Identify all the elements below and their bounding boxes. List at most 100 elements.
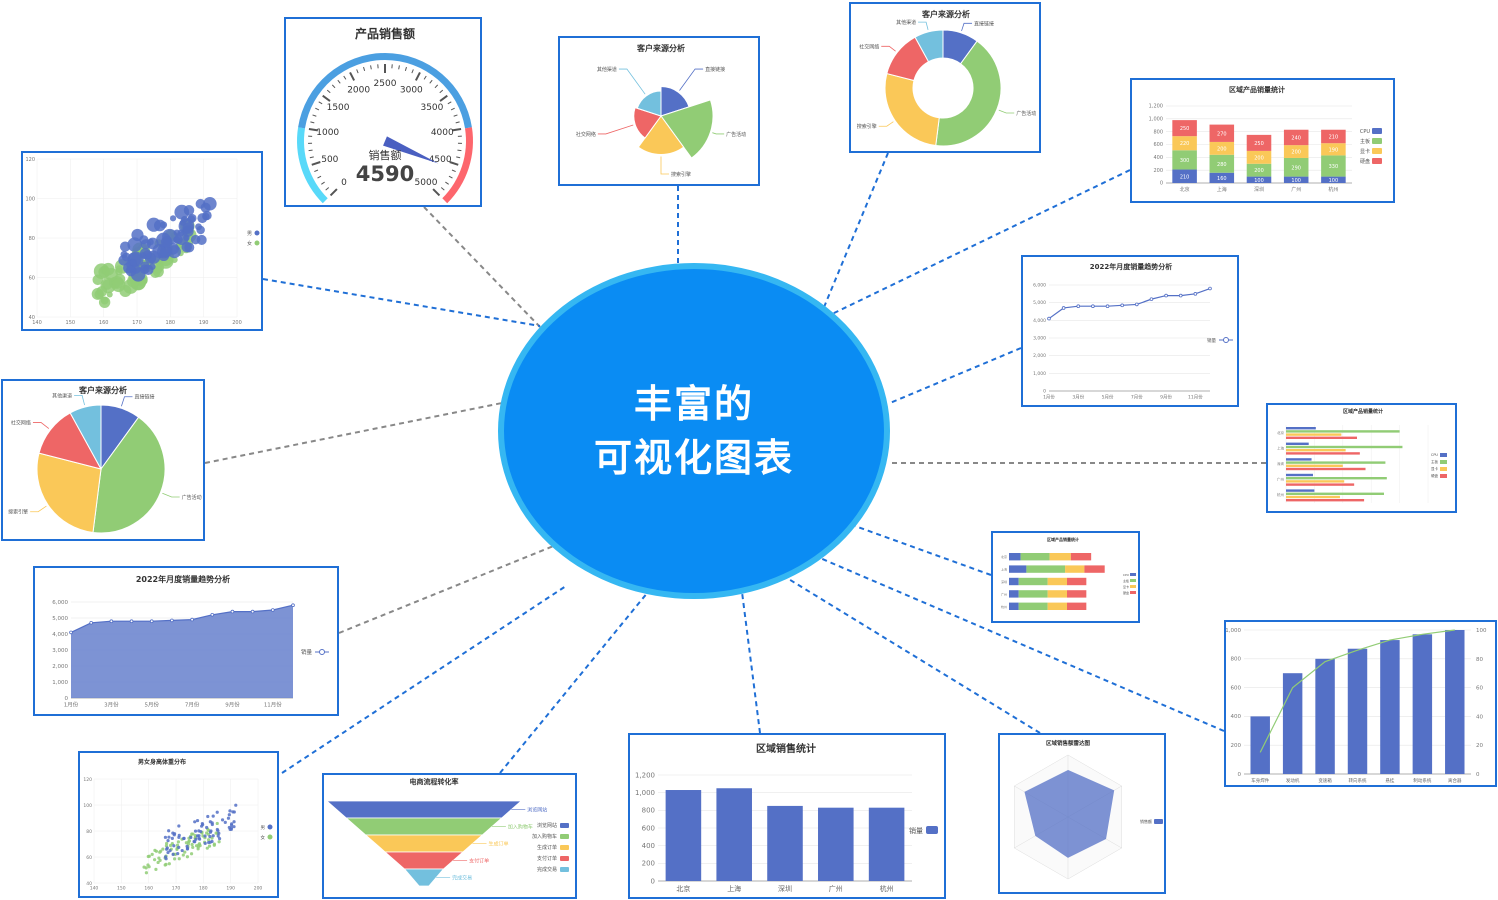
bubble-point-male bbox=[131, 228, 144, 242]
hstack-ytick: 上海 bbox=[1001, 567, 1007, 572]
hstack-legend-swatch bbox=[1130, 591, 1136, 594]
gauge-tick-label: 1500 bbox=[327, 103, 350, 113]
hstack-segment bbox=[1018, 602, 1048, 610]
scatter-point-female bbox=[158, 858, 162, 863]
donut-label: 直接链接 bbox=[974, 20, 994, 27]
stacked-bar-ytick: 800 bbox=[1153, 129, 1163, 135]
scatter-ytick: 100 bbox=[83, 803, 92, 809]
area-point bbox=[129, 619, 134, 623]
gauge-tick bbox=[457, 149, 462, 152]
donut-label: 广告活动 bbox=[1016, 110, 1036, 117]
stacked-bar-value: 100 bbox=[1329, 178, 1339, 184]
stacked-bar-value: 200 bbox=[1291, 150, 1301, 156]
hstack-segment bbox=[1009, 577, 1019, 586]
scatter-point-male bbox=[227, 825, 231, 830]
scatter-point-male bbox=[197, 836, 201, 840]
line-xtick: 5月份 bbox=[1102, 394, 1114, 401]
gauge-tick bbox=[314, 169, 319, 173]
pareto-xtick: 发动机 bbox=[1286, 777, 1300, 784]
scatter-point-male bbox=[203, 841, 207, 846]
stacked-bar-xtick: 上海 bbox=[1217, 186, 1227, 193]
scatter-xtick: 160 bbox=[144, 886, 153, 892]
line-point bbox=[1105, 304, 1110, 308]
stacked-bar-segment bbox=[1209, 124, 1235, 142]
funnel-stage bbox=[345, 817, 503, 836]
funnel-chart: 电商流程转化率浏览网站浏览网站加入购物车加入购物车生成订单生成订单支付订单支付订… bbox=[325, 777, 569, 887]
area-legend-label: 销量 bbox=[301, 648, 313, 656]
hbar-bar bbox=[1286, 436, 1357, 439]
funnel-label: 浏览网站 bbox=[527, 807, 547, 814]
pareto-bar bbox=[1412, 634, 1433, 774]
gauge-tick bbox=[440, 187, 445, 191]
scatter-point-female bbox=[157, 856, 161, 860]
stacked-bar-segment bbox=[1209, 141, 1235, 155]
area-point bbox=[149, 619, 154, 623]
stacked-bar-value: 240 bbox=[1291, 135, 1301, 141]
hstack-legend-swatch bbox=[1130, 585, 1136, 588]
area-ytick: 5,000 bbox=[52, 616, 68, 622]
hbar-bar bbox=[1286, 483, 1355, 486]
scatter-point-male bbox=[193, 820, 197, 824]
rose-label: 其他渠道 bbox=[597, 66, 617, 73]
stacked-bar-segment bbox=[1246, 176, 1272, 183]
scatter-point-male bbox=[194, 837, 198, 841]
hstack-segment bbox=[1070, 553, 1092, 561]
scatter-point-female bbox=[183, 850, 187, 854]
gauge-tick bbox=[321, 181, 325, 185]
gauge-tick bbox=[308, 127, 318, 132]
gauge-tick bbox=[317, 175, 322, 179]
bubble-point-male bbox=[169, 215, 177, 222]
rose-slice bbox=[660, 86, 690, 117]
region-bar-bar bbox=[716, 788, 752, 881]
stacked-bar-segment bbox=[1172, 150, 1197, 170]
stacked-bar-value: 200 bbox=[1254, 155, 1264, 161]
scatter-ytick: 60 bbox=[86, 855, 92, 861]
gauge-tick bbox=[310, 121, 315, 124]
area-point bbox=[190, 617, 194, 622]
hstack-legend-swatch bbox=[1130, 573, 1136, 576]
bubble-point-male bbox=[118, 254, 129, 266]
region-bar-ytick: 1,200 bbox=[635, 771, 655, 779]
region-bar-ytick: 1,000 bbox=[635, 789, 655, 797]
hstack-segment bbox=[1065, 565, 1085, 573]
scatter-point-female bbox=[147, 865, 151, 869]
gauge-tick bbox=[456, 156, 461, 159]
bubble-point-male bbox=[157, 244, 171, 259]
connector-line bbox=[819, 557, 1225, 732]
donut-label: 社交网络 bbox=[859, 43, 879, 50]
funnel-legend-label: 浏览网站 bbox=[537, 822, 557, 829]
line-ytick: 6,000 bbox=[1033, 283, 1046, 289]
gauge-tick bbox=[447, 101, 452, 105]
scatter-point-female bbox=[190, 842, 194, 847]
hstack-segment bbox=[1018, 590, 1048, 598]
stacked-bar-legend-swatch bbox=[1372, 148, 1382, 154]
region-bar-xtick: 北京 bbox=[676, 884, 690, 893]
pareto-bar bbox=[1380, 640, 1400, 774]
gauge-tick bbox=[343, 75, 347, 80]
donut-slice bbox=[935, 40, 1002, 147]
hbar-bar bbox=[1286, 461, 1386, 464]
stacked-bar-value: 270 bbox=[1217, 131, 1227, 137]
gauge-band-mid bbox=[298, 52, 472, 129]
scatter-point-male bbox=[201, 823, 205, 827]
pareto-line bbox=[1259, 629, 1455, 753]
gauge-tick-label: 3000 bbox=[400, 85, 423, 95]
gauge-tick bbox=[451, 169, 456, 173]
stacked-bar-value: 290 bbox=[1291, 165, 1301, 171]
stacked-bar-value: 210 bbox=[1180, 174, 1190, 180]
scatter-point-female bbox=[190, 832, 194, 836]
scatter-point-male bbox=[230, 822, 234, 826]
gauge-tick bbox=[322, 94, 331, 102]
bubble-point-male bbox=[131, 264, 141, 274]
stacked-bar-value: 250 bbox=[1180, 126, 1190, 132]
scatter-point-female bbox=[154, 849, 159, 853]
scatter-point-female bbox=[207, 844, 212, 848]
hbar-bar bbox=[1286, 449, 1346, 452]
scatter-point-male bbox=[195, 818, 200, 823]
region-bar-bar bbox=[665, 790, 702, 881]
bubble-point-male bbox=[160, 221, 168, 229]
stacked-bar-segment bbox=[1283, 129, 1309, 146]
pareto-bar bbox=[1445, 630, 1465, 774]
